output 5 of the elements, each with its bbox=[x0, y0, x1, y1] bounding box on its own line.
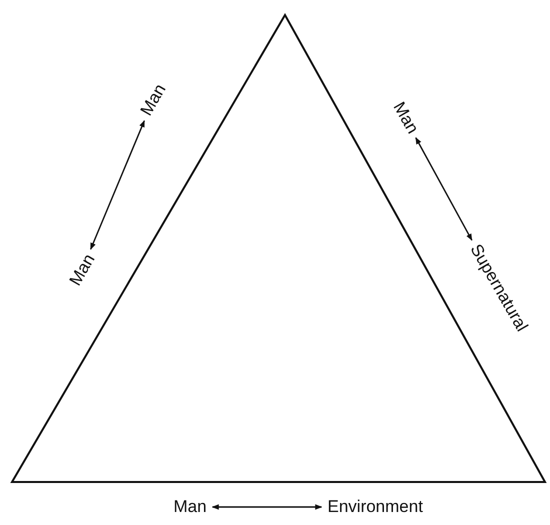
side-label: Environment bbox=[328, 497, 423, 517]
double-arrow bbox=[415, 137, 472, 241]
side-label: Man bbox=[174, 497, 207, 517]
double-arrow bbox=[90, 120, 145, 250]
double-arrow bbox=[212, 504, 322, 510]
